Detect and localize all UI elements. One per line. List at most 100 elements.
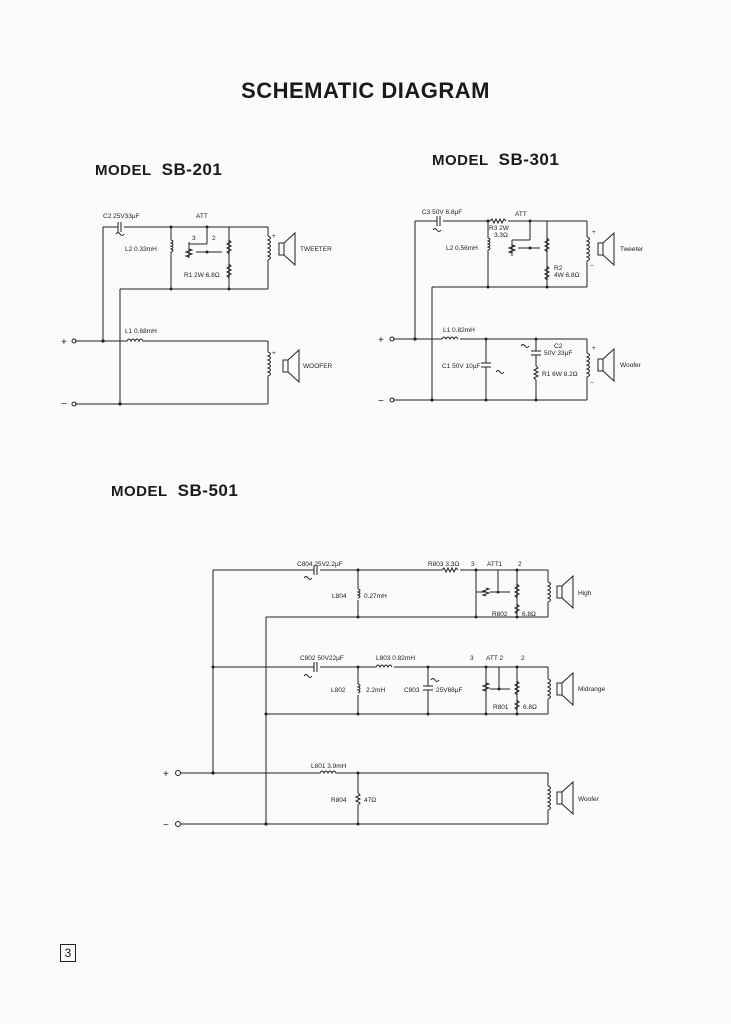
label-tap-2: 2 bbox=[212, 235, 216, 242]
label-att: ATT bbox=[196, 213, 208, 220]
resistor-r803 bbox=[441, 566, 459, 574]
label-r1: R1 2W 6.8Ω bbox=[184, 272, 220, 279]
label-c802: C802 50V22µF bbox=[300, 655, 344, 662]
label-minus: − bbox=[163, 820, 169, 831]
label-tweeter: Tweeter bbox=[620, 246, 644, 253]
tweeter-speaker-icon bbox=[597, 232, 615, 266]
label-r2-value: 4W 6.8Ω bbox=[554, 272, 580, 279]
resistor-r802 bbox=[513, 603, 521, 615]
label-tweeter: TWEETER bbox=[300, 246, 332, 253]
inductor-l803 bbox=[375, 664, 393, 669]
label-r802-value: 6.8Ω bbox=[522, 611, 536, 618]
label-r802: R802 bbox=[492, 611, 508, 618]
label-tap-2: 2 bbox=[518, 561, 522, 568]
resistor-r1 bbox=[225, 263, 233, 279]
capacitor-c803 bbox=[423, 685, 433, 691]
label-r803: R803 3.3Ω bbox=[428, 561, 459, 568]
label-c1: C1 50V 10µF bbox=[442, 363, 480, 370]
inductor-l1 bbox=[126, 338, 144, 343]
label-plus: + bbox=[378, 335, 384, 346]
inductor-l801 bbox=[319, 770, 337, 775]
input-plus-terminal bbox=[389, 336, 395, 342]
label-l804: L804 bbox=[332, 593, 347, 600]
input-plus-terminal bbox=[71, 338, 77, 344]
inductor-l804 bbox=[356, 588, 361, 599]
label-c804: C804 25V2.2µF bbox=[297, 561, 343, 568]
label-r2: R2 bbox=[554, 265, 563, 272]
label-plus: + bbox=[61, 337, 67, 348]
label-minus: − bbox=[378, 396, 384, 407]
label-tap-3: 3 bbox=[192, 235, 196, 242]
label-c2: C2 25V33µF bbox=[103, 213, 140, 220]
label-woofer: WOOFER bbox=[303, 363, 333, 370]
model-word: MODEL bbox=[111, 483, 168, 500]
input-minus-terminal bbox=[175, 821, 181, 827]
woofer-coil bbox=[585, 352, 590, 378]
label-r801-value: 6.8Ω bbox=[523, 704, 537, 711]
page-number: 3 bbox=[60, 944, 76, 962]
label-r3-value: 3.3Ω bbox=[494, 232, 508, 239]
label-l2: L2 0.33mH bbox=[125, 246, 157, 253]
label-l1: L1 0.82mH bbox=[443, 327, 475, 334]
attenuator-att bbox=[543, 237, 551, 253]
inductor-l802 bbox=[356, 683, 361, 694]
input-minus-terminal bbox=[71, 401, 77, 407]
polarity-plus: + bbox=[592, 345, 596, 352]
attenuator-att2 bbox=[481, 682, 491, 692]
polarity-plus: + bbox=[592, 229, 596, 236]
capacitor-c3 bbox=[436, 216, 441, 226]
label-c3: C3 50V 6.8µF bbox=[422, 209, 462, 216]
tweeter-coil bbox=[266, 235, 271, 261]
woofer-coil bbox=[266, 351, 271, 377]
inductor-l1 bbox=[441, 336, 459, 341]
high-speaker-icon bbox=[556, 575, 574, 609]
label-l802-value: 2.2mH bbox=[366, 687, 385, 694]
label-r804-value: 47Ω bbox=[364, 797, 376, 804]
label-l2: L2 0.56mH bbox=[446, 245, 478, 252]
model-name: SB-301 bbox=[498, 150, 560, 169]
label-high: High bbox=[578, 590, 592, 597]
label-r1: R1 6W 8.2Ω bbox=[542, 371, 578, 378]
label-r801: R801 bbox=[493, 704, 509, 711]
label-att1: ATT1 bbox=[487, 561, 503, 568]
woofer-speaker-icon bbox=[556, 781, 574, 815]
label-tap-3: 3 bbox=[470, 655, 474, 662]
label-r804: R804 bbox=[331, 797, 347, 804]
label-r3: R3 2W bbox=[489, 225, 510, 232]
polarity-plus: + bbox=[272, 233, 276, 240]
attenuator-att bbox=[225, 239, 233, 255]
tweeter-speaker-icon bbox=[278, 232, 296, 266]
page-title: SCHEMATIC DIAGRAM bbox=[241, 78, 490, 103]
label-woofer: Woofer bbox=[578, 796, 600, 803]
midrange-coil bbox=[546, 678, 551, 700]
woofer-coil bbox=[546, 785, 551, 811]
resistor-r2 bbox=[543, 265, 551, 281]
tweeter-coil bbox=[585, 236, 590, 262]
model-name: SB-201 bbox=[161, 160, 223, 179]
label-minus: − bbox=[61, 399, 67, 410]
polarity-minus: − bbox=[590, 380, 594, 387]
inductor-l2 bbox=[169, 239, 174, 253]
label-midrange: Midrange bbox=[578, 686, 605, 693]
sb301-circuit: C3 50V 6.8µF ATT R3 2W 3.3Ω L2 0.56mH R2… bbox=[378, 209, 644, 407]
label-c2-value: 50V 33µF bbox=[544, 350, 572, 357]
resistor-r801 bbox=[513, 699, 521, 711]
label-tap-2: 2 bbox=[521, 655, 525, 662]
label-tap-3: 3 bbox=[471, 561, 475, 568]
capacitor-c2 bbox=[117, 222, 122, 232]
label-c803-value: 25V68µF bbox=[436, 687, 463, 694]
label-att2: ATT 2 bbox=[486, 655, 503, 662]
input-plus-terminal bbox=[175, 770, 181, 776]
label-c2: C2 bbox=[554, 343, 563, 350]
polarity-plus: + bbox=[272, 350, 276, 357]
label-l802: L802 bbox=[331, 687, 346, 694]
resistor-r804 bbox=[354, 792, 362, 806]
capacitor-c802 bbox=[313, 662, 318, 672]
midrange-speaker-icon bbox=[556, 672, 574, 706]
label-l804-value: 0.27mH bbox=[364, 593, 387, 600]
label-l1: L1 0.68mH bbox=[125, 328, 157, 335]
